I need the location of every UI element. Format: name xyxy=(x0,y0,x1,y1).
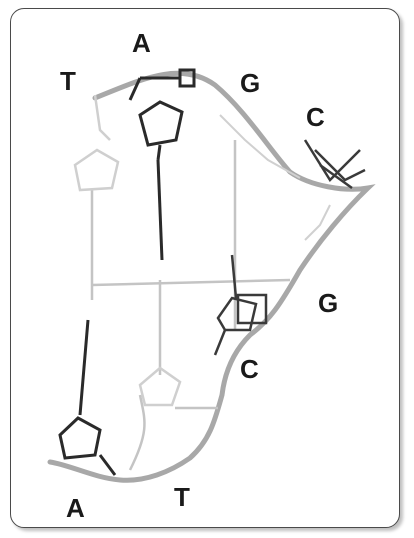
base-label-top-t: T xyxy=(60,66,76,96)
base-label-bot-a: A xyxy=(66,493,85,523)
sugar-ring-dark-upper xyxy=(130,70,194,160)
sugar-ring-dark-lower xyxy=(60,320,115,475)
base-label-mid-c: C xyxy=(240,354,259,384)
base-label-top-g: G xyxy=(240,68,260,98)
base-label-bot-t: T xyxy=(174,482,190,512)
sugar-ring-light-upper xyxy=(75,95,118,190)
base-label-mid-g: G xyxy=(318,288,338,318)
light-strand-lines xyxy=(92,140,290,470)
backbone-curve xyxy=(50,73,368,480)
faint-right-strand xyxy=(220,115,330,240)
dark-strand-vertical xyxy=(158,160,162,260)
base-label-top-a: A xyxy=(132,28,151,58)
base-pair-c-dark xyxy=(215,255,266,355)
base-label-top-c: C xyxy=(306,102,325,132)
